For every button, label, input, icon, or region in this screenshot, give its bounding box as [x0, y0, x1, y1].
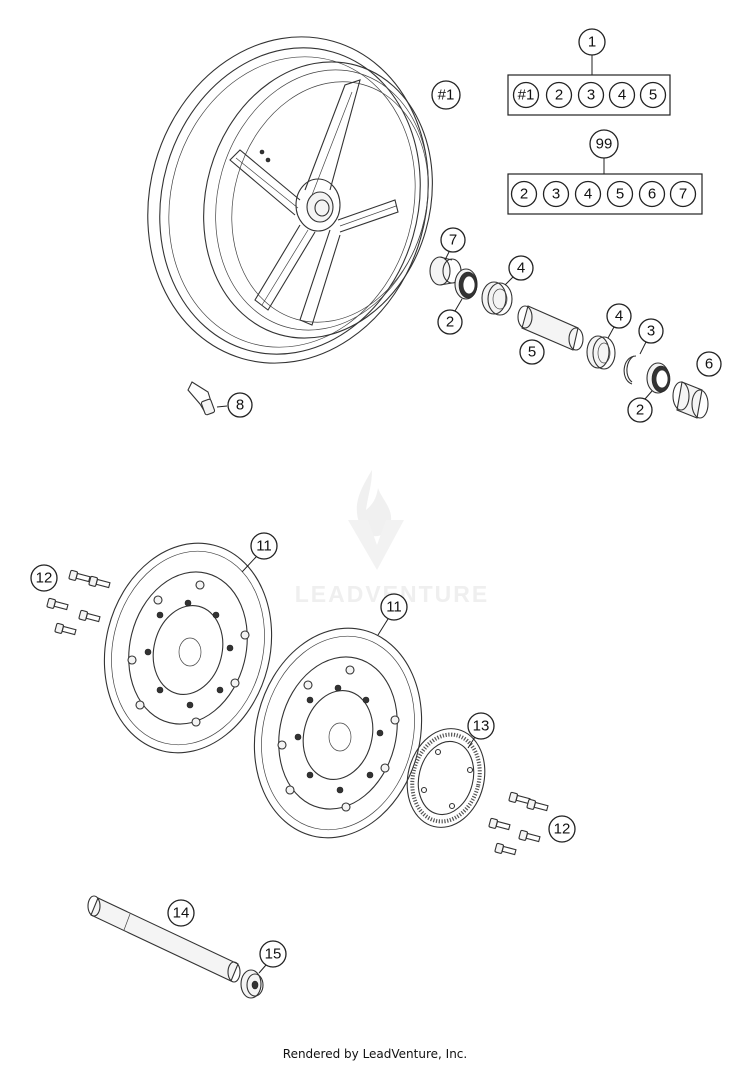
svg-text:14: 14 [173, 905, 190, 922]
svg-text:4: 4 [618, 87, 626, 104]
assembly-group-1: 1 #1 2 3 4 5 [507, 28, 671, 116]
svg-text:5: 5 [616, 186, 624, 203]
front-wheel[interactable] [110, 3, 466, 396]
svg-text:12: 12 [554, 821, 571, 838]
svg-text:6: 6 [705, 356, 713, 373]
callout-seal-lower: 2 [627, 397, 653, 423]
callout-group-1: 1 [578, 28, 606, 56]
svg-text:8: 8 [236, 397, 244, 414]
callout-dust-seal: 7 [440, 227, 466, 253]
svg-text:5: 5 [528, 344, 536, 361]
svg-text:2: 2 [446, 314, 454, 331]
group-1-item: 4 [608, 81, 636, 109]
callout-screws-left: 12 [30, 564, 58, 592]
group-1-item: #1 [512, 81, 540, 109]
group-99-item: 5 [606, 180, 634, 208]
svg-text:2: 2 [520, 186, 528, 203]
svg-text:1: 1 [588, 34, 596, 51]
svg-text:2: 2 [555, 87, 563, 104]
svg-text:4: 4 [517, 260, 525, 277]
brake-disc-right[interactable] [233, 610, 443, 855]
wheel-axle[interactable] [87, 895, 241, 983]
group-1-item: 5 [639, 81, 667, 109]
callout-group-99: 99 [589, 129, 619, 159]
svg-text:5: 5 [649, 87, 657, 104]
svg-text:7: 7 [449, 232, 457, 249]
svg-text:15: 15 [265, 946, 282, 963]
spacer-tube-part[interactable] [517, 305, 584, 351]
svg-text:11: 11 [386, 599, 402, 616]
seal-part-upper[interactable] [454, 268, 478, 300]
svg-text:3: 3 [647, 323, 655, 340]
callout-seal-upper: 2 [437, 309, 463, 335]
bearing-part-right[interactable] [586, 335, 616, 370]
callout-sensor-ring: 13 [467, 712, 495, 740]
svg-text:99: 99 [596, 136, 613, 153]
circlip-part[interactable] [623, 355, 637, 385]
callout-axle-nut: 15 [259, 940, 287, 968]
svg-text:11: 11 [256, 538, 272, 555]
callout-disc-right: 11 [380, 593, 408, 621]
group-99-item: 6 [638, 180, 666, 208]
callout-wheel: #1 [431, 80, 461, 110]
watermark-logo: LEADVENTURE [295, 470, 487, 607]
brake-disc-left[interactable] [83, 525, 293, 770]
svg-text:4: 4 [615, 308, 623, 325]
svg-text:13: 13 [473, 718, 490, 735]
group-1-item: 3 [577, 81, 605, 109]
group-99-item: 2 [510, 180, 538, 208]
callout-valve: 8 [227, 392, 253, 418]
svg-text:6: 6 [648, 186, 656, 203]
group-99-item: 7 [669, 180, 697, 208]
bearing-part-upper[interactable] [481, 281, 513, 316]
svg-text:3: 3 [587, 87, 595, 104]
svg-text:#1: #1 [518, 87, 535, 104]
axle-nut[interactable] [240, 969, 264, 999]
screws-right[interactable] [488, 791, 549, 857]
callout-circlip: 3 [638, 318, 664, 344]
callout-disc-left: 11 [250, 532, 278, 560]
assembly-group-99: 99 2 3 4 5 6 7 [507, 129, 703, 215]
bushing-part[interactable] [672, 381, 709, 419]
footer-credit: Rendered by LeadVenture, Inc. [282, 1047, 468, 1061]
svg-text:#1: #1 [438, 87, 455, 104]
seal-part-lower[interactable] [646, 362, 671, 394]
callout-screws-right: 12 [548, 815, 576, 843]
callout-spacer: 5 [519, 339, 545, 365]
svg-text:2: 2 [636, 402, 644, 419]
svg-text:4: 4 [584, 186, 592, 203]
tire-valve-part[interactable] [187, 381, 216, 416]
callout-bearing-upper: 4 [508, 255, 534, 281]
callout-bearing-right: 4 [606, 303, 632, 329]
screws-left[interactable] [46, 569, 111, 637]
group-99-item: 4 [574, 180, 602, 208]
group-1-item: 2 [545, 81, 573, 109]
svg-text:7: 7 [679, 186, 687, 203]
svg-text:3: 3 [552, 186, 560, 203]
callout-bushing: 6 [696, 351, 722, 377]
abs-sensor-ring[interactable] [397, 720, 495, 835]
svg-text:12: 12 [36, 570, 53, 587]
callout-axle: 14 [167, 899, 195, 927]
group-99-item: 3 [542, 180, 570, 208]
